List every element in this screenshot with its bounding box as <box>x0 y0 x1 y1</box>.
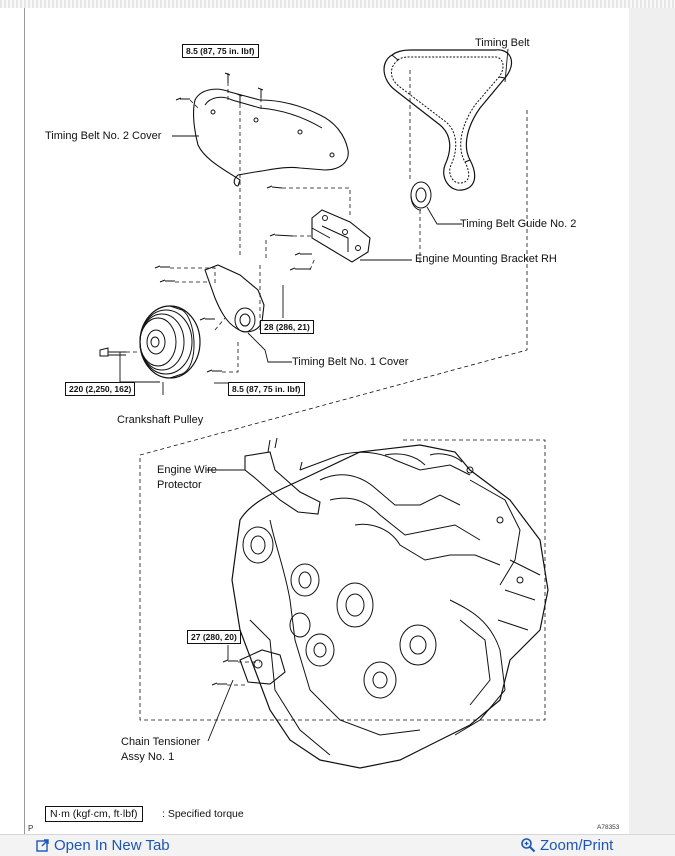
torque-cover1-bolts: 8.5 (87, 75 in. lbf) <box>228 382 305 396</box>
torque-bracket-bolts: 28 (286, 21) <box>260 320 314 334</box>
page-marker: P <box>28 824 34 833</box>
top-stripe <box>0 0 675 8</box>
engine-wire-protector-drawing <box>244 437 321 515</box>
engine-drawing <box>231 444 549 769</box>
engine-mounting-bracket-rh-label: Engine Mounting Bracket RH <box>415 253 557 265</box>
right-margin <box>629 8 675 834</box>
figure-code: A78353 <box>597 824 620 831</box>
diagram-frame <box>24 8 630 834</box>
timing-belt-no2-cover-drawing <box>193 88 349 187</box>
torque-cover2-bolts: 8.5 (87, 75 in. lbf) <box>182 44 259 58</box>
engine-mounting-bracket-drawing <box>311 209 371 263</box>
leader-lines <box>119 48 509 742</box>
timing-belt-label: Timing Belt <box>475 37 530 49</box>
timing-belt-no1-cover-label: Timing Belt No. 1 Cover <box>292 356 409 368</box>
timing-belt-drawing <box>383 49 513 191</box>
timing-belt-guide-drawing <box>410 181 432 211</box>
torque-legend-text: : Specified torque <box>162 808 244 820</box>
zoom-print-link[interactable]: Zoom/Print <box>520 836 613 854</box>
exploded-diagram <box>99 48 549 769</box>
engine-wire-protector-label-2: Protector <box>157 479 202 491</box>
engine-wire-protector-label-1: Engine Wire <box>157 464 217 476</box>
chain-tensioner-label-2: Assy No. 1 <box>121 751 175 763</box>
crankshaft-pulley-label: Crankshaft Pulley <box>117 414 204 426</box>
magnifier-icon <box>521 838 536 853</box>
open-new-tab-icon <box>36 839 49 852</box>
crankshaft-pulley-drawing <box>139 305 201 379</box>
timing-belt-guide-no2-label: Timing Belt Guide No. 2 <box>460 218 577 230</box>
assembly-lines <box>126 70 546 721</box>
open-in-new-tab-link[interactable]: Open In New Tab <box>36 836 170 854</box>
timing-belt-no2-cover-label: Timing Belt No. 2 Cover <box>45 130 162 142</box>
chain-tensioner-drawing <box>239 649 286 685</box>
torque-tensioner-bolts: 27 (280, 20) <box>187 630 241 644</box>
torque-legend-unit: N·m (kgf·cm, ft·lbf) <box>45 806 143 822</box>
chain-tensioner-label-1: Chain Tensioner <box>121 736 201 748</box>
bolt-glyphs <box>99 72 312 686</box>
bottom-toolbar <box>0 834 675 856</box>
torque-pulley-bolt: 220 (2,250, 162) <box>65 382 136 396</box>
zoom-print-label: Zoom/Print <box>540 836 614 854</box>
timing-belt-no1-cover-drawing <box>204 264 265 333</box>
open-in-new-tab-label: Open In New Tab <box>54 836 170 854</box>
